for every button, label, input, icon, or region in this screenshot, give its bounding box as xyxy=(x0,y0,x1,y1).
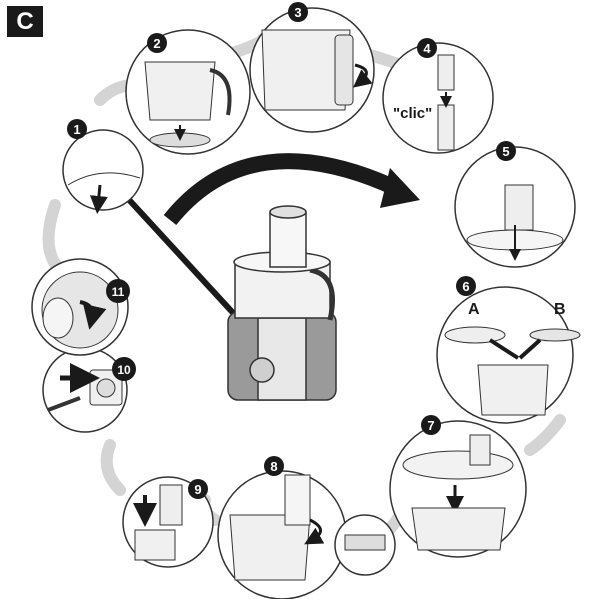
step-4-number: 4 xyxy=(423,41,431,56)
step-5-number: 5 xyxy=(502,144,509,159)
step-9-panel xyxy=(122,476,214,568)
step-10-panel xyxy=(42,347,128,433)
step-9-number: 9 xyxy=(194,482,201,497)
food-processor-main xyxy=(117,187,337,401)
step-2-panel xyxy=(125,29,251,155)
step-5-panel xyxy=(454,146,576,268)
step-7-panel xyxy=(389,420,527,558)
step-1-panel xyxy=(62,129,144,214)
blade-label-b: B xyxy=(554,301,566,318)
clic-label: "clic" xyxy=(393,105,432,122)
step-8-panel xyxy=(217,470,396,599)
step-6-panel xyxy=(436,286,581,424)
step-3-panel xyxy=(249,7,375,133)
step-4-panel xyxy=(382,42,494,154)
step-8-number: 8 xyxy=(270,459,277,474)
step-3-number: 3 xyxy=(294,5,301,20)
blade-label-a: A xyxy=(468,301,480,318)
step-11-panel xyxy=(31,258,129,356)
step-7-number: 7 xyxy=(427,418,434,433)
step-6-number: 6 xyxy=(462,279,469,294)
step-11-number: 11 xyxy=(112,285,125,299)
step-10-number: 10 xyxy=(117,363,131,377)
step-1-number: 1 xyxy=(73,122,80,137)
curved-arrow-head-icon xyxy=(380,168,420,208)
step-2-number: 2 xyxy=(153,36,160,51)
step-badges xyxy=(67,2,516,499)
curved-arrow-icon xyxy=(163,153,404,226)
section-label: C xyxy=(7,6,43,37)
